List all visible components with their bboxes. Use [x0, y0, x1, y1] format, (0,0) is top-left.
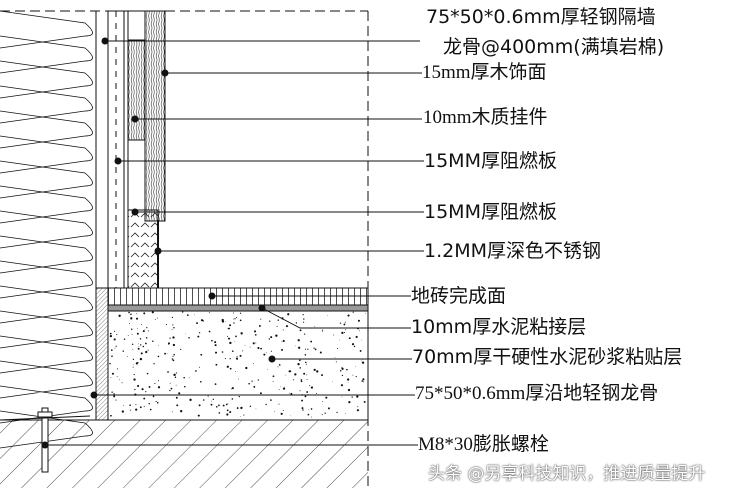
leader-dot — [268, 355, 276, 363]
label-cement-bond: 10mm厚水泥粘接层 — [411, 316, 587, 338]
leader-dot — [90, 391, 98, 399]
leader-dot — [131, 208, 139, 216]
label-tile: 地砖完成面 — [411, 285, 507, 307]
leader-dot — [258, 304, 266, 312]
label-wood-hanger: 10mm木质挂件 — [423, 107, 548, 128]
anchor-bolt — [0, 407, 91, 473]
label-fire-board-2: 15MM厚阻燃板 — [424, 201, 557, 223]
watermark: 头条 @另享科技知识，推进质量提升 — [428, 464, 706, 484]
label-stainless: 1.2MM厚深色不锈钢 — [424, 240, 602, 262]
label-mortar: 70mm厚干硬性水泥砂浆粘贴层 — [412, 346, 683, 368]
leader-line — [261, 307, 411, 329]
ground-slab — [0, 419, 368, 488]
leader-dot — [101, 37, 109, 45]
label-wood-finish: 15mm厚木饰面 — [422, 62, 547, 83]
leader-dot — [114, 157, 122, 165]
leader-lines — [41, 37, 424, 449]
leader-dot — [131, 115, 139, 123]
label-stud-wall-2: 龙骨@400mm(满填岩棉) — [443, 36, 665, 58]
rock-wool-insulation — [0, 10, 93, 449]
label-anchor-bolt: M8*30膨胀螺栓 — [418, 434, 549, 455]
label-fire-board-1: 15MM厚阻燃板 — [424, 150, 557, 172]
leader-dot — [161, 69, 169, 77]
label-stud-wall-1: 75*50*0.6mm厚轻钢隔墙 — [426, 6, 656, 28]
leader-dot — [154, 247, 162, 255]
label-floor-track: 75*50*0.6mm厚沿地轻钢龙骨 — [415, 383, 659, 404]
leader-dot — [41, 441, 49, 449]
floor-layers — [95, 287, 369, 421]
leader-dot — [208, 292, 216, 300]
dashed-boundary — [0, 10, 369, 488]
